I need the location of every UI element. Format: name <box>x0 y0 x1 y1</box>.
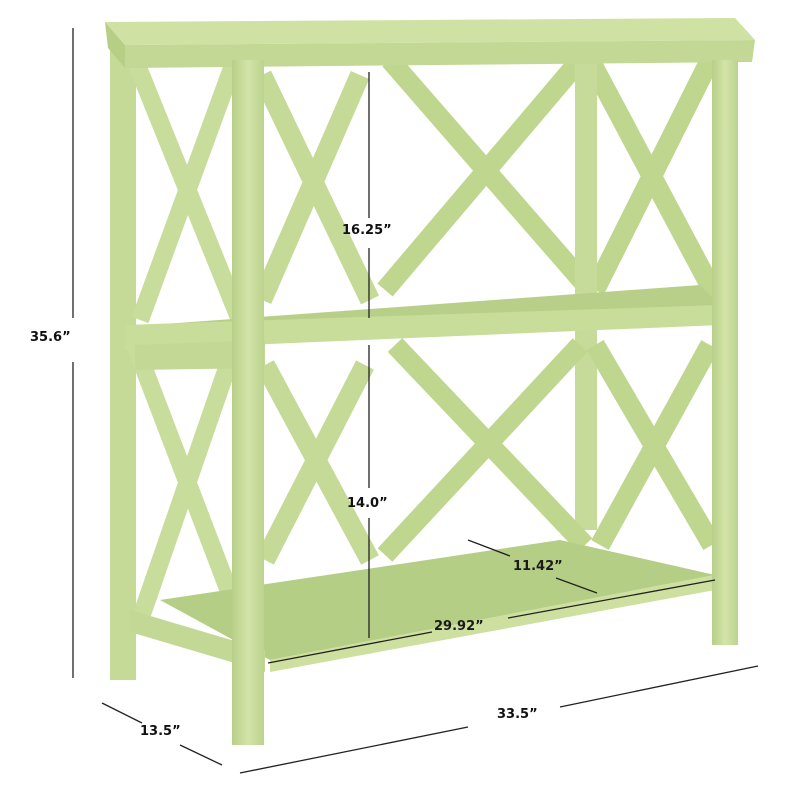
back-upper-x-braces <box>377 53 724 300</box>
front-right-leg <box>712 60 738 645</box>
back-lower-x-braces <box>377 338 721 562</box>
left-side-x-braces <box>126 56 249 624</box>
top-front-edge <box>125 40 755 68</box>
overall-depth-label: 13.5” <box>140 724 181 739</box>
dimension-lines <box>72 28 759 774</box>
top-surface <box>105 18 755 45</box>
overall-width-label: 33.5” <box>497 707 538 722</box>
bottom-shelf-surface <box>160 540 715 660</box>
front-left-leg <box>232 60 264 745</box>
front-lower-x-braces <box>256 360 379 565</box>
middle-shelf-front-rail <box>125 305 720 350</box>
back-left-leg <box>110 45 136 680</box>
front-upper-x-braces <box>252 70 380 305</box>
overall-height-label: 35.6” <box>30 330 71 345</box>
bottom-shelf-front-edge <box>270 575 715 672</box>
shelf-width-label: 29.92” <box>434 619 484 634</box>
lower-shelf-clearance-label: 14.0” <box>347 496 388 511</box>
upper-shelf-clearance-label: 16.25” <box>342 223 392 238</box>
shelf-depth-label: 11.42” <box>513 559 563 574</box>
